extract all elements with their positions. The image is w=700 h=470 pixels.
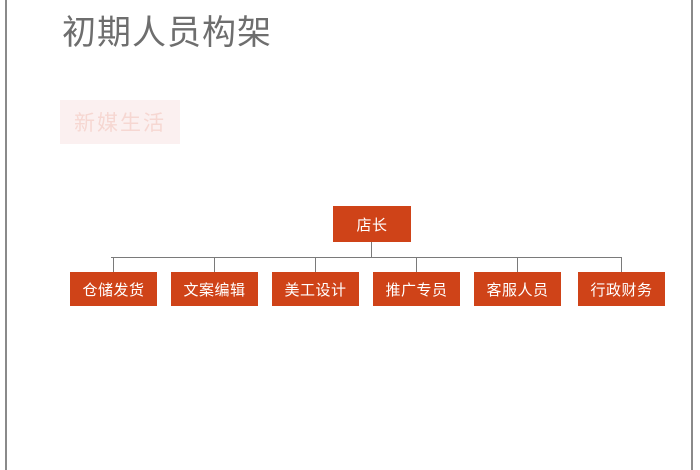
org-node-finance-label: 行政财务 bbox=[590, 281, 653, 299]
org-node-design-label: 美工设计 bbox=[284, 281, 347, 299]
connector-horizontal-bus bbox=[111, 257, 621, 258]
org-node-support[interactable]: 客服人员 bbox=[474, 272, 561, 306]
org-node-copywriting-label: 文案编辑 bbox=[183, 281, 246, 299]
org-node-promotion[interactable]: 推广专员 bbox=[373, 272, 460, 306]
org-node-design[interactable]: 美工设计 bbox=[272, 272, 359, 306]
connector-drop-warehouse bbox=[113, 257, 114, 272]
org-node-copywriting[interactable]: 文案编辑 bbox=[171, 272, 258, 306]
connector-drop-copywriting bbox=[214, 257, 215, 272]
connector-drop-design bbox=[315, 257, 316, 272]
org-node-root-label: 店长 bbox=[356, 216, 388, 234]
page-title: 初期人员构架 bbox=[62, 14, 272, 52]
watermark-block: 新媒生活 bbox=[60, 100, 180, 144]
connector-root-trunk bbox=[371, 242, 372, 258]
page-edge-left bbox=[5, 0, 7, 470]
org-node-warehouse[interactable]: 仓储发货 bbox=[70, 272, 157, 306]
org-node-warehouse-label: 仓储发货 bbox=[82, 281, 145, 299]
org-node-root[interactable]: 店长 bbox=[333, 206, 411, 242]
connector-drop-support bbox=[517, 257, 518, 272]
connector-drop-promotion bbox=[416, 257, 417, 272]
org-node-promotion-label: 推广专员 bbox=[385, 281, 448, 299]
org-node-finance[interactable]: 行政财务 bbox=[578, 272, 665, 306]
org-node-support-label: 客服人员 bbox=[486, 281, 549, 299]
connector-drop-finance bbox=[621, 257, 622, 272]
watermark-text: 新媒生活 bbox=[74, 112, 166, 135]
page-edge-right bbox=[691, 0, 693, 470]
